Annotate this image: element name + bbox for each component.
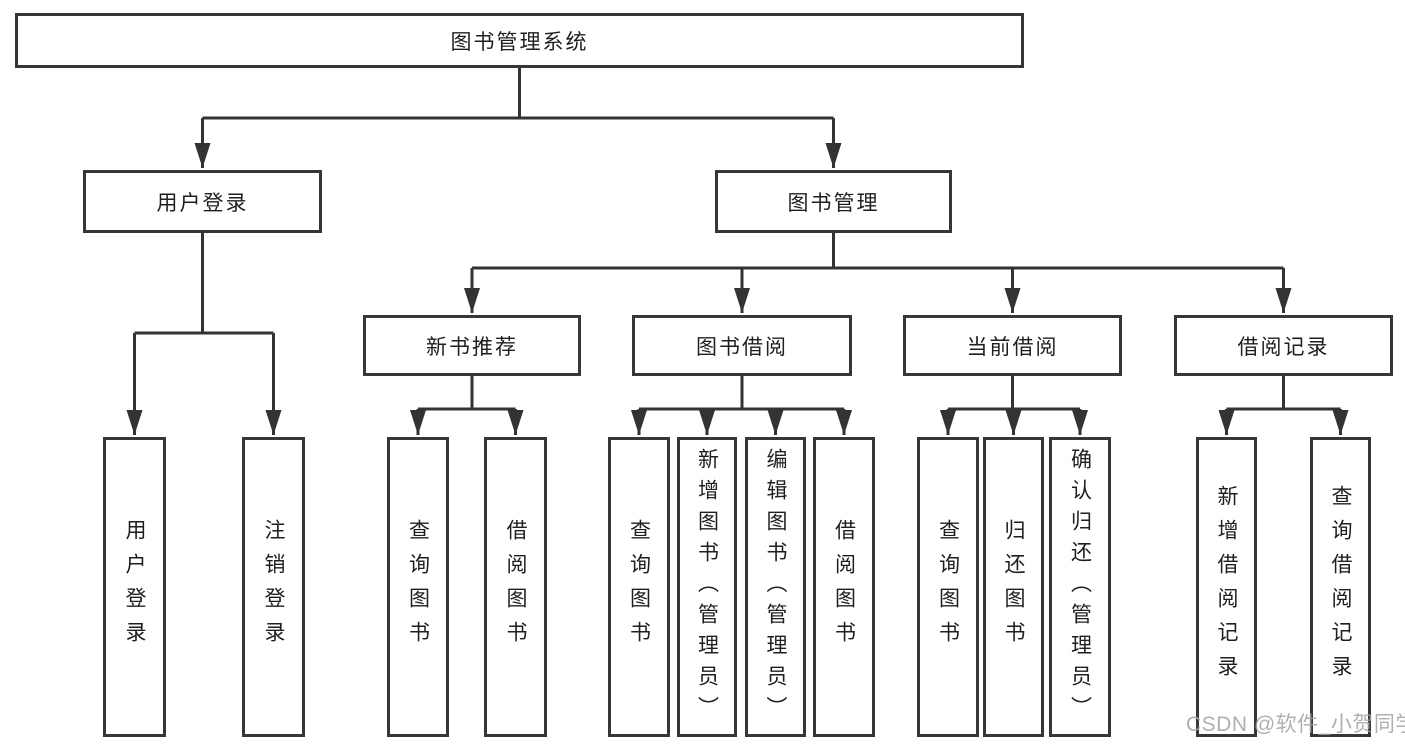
node-root: 图书管理系统	[15, 13, 1024, 68]
node-leaf-add-borrow-record: 新增借阅记录	[1196, 437, 1257, 737]
node-leaf-add-borrow-record-label: 新增借阅记录	[1215, 485, 1238, 689]
node-book-management-label: 图书管理	[787, 191, 880, 215]
node-leaf-query-books-borrowing: 查询图书	[608, 437, 670, 737]
node-leaf-user-login-label: 用户登录	[123, 519, 146, 655]
node-user-login-label: 用户登录	[156, 191, 249, 215]
node-leaf-borrow-books-borrowing-label: 借阅图书	[832, 519, 856, 655]
node-leaf-query-books-borrowing-label: 查询图书	[627, 519, 651, 655]
node-leaf-user-login: 用户登录	[103, 437, 166, 737]
node-leaf-edit-books-admin-label: 编辑图书（管理员）	[764, 447, 787, 727]
node-leaf-return-books-label: 归还图书	[1002, 519, 1025, 655]
node-leaf-borrow-books-borrowing: 借阅图书	[813, 437, 875, 737]
node-borrowing-records: 借阅记录	[1174, 315, 1393, 376]
node-new-book-recommend: 新书推荐	[363, 315, 581, 376]
node-leaf-borrow-books-recommend: 借阅图书	[484, 437, 547, 737]
node-user-login: 用户登录	[83, 170, 322, 233]
csdn-watermark: CSDN @软件_小贺同学	[1186, 713, 1405, 736]
node-leaf-add-books-admin-label: 新增图书（管理员）	[695, 447, 719, 727]
node-leaf-query-books-current-label: 查询图书	[936, 519, 960, 655]
node-leaf-borrow-books-recommend-label: 借阅图书	[504, 519, 527, 655]
node-leaf-query-books-recommend-label: 查询图书	[406, 519, 430, 655]
node-borrowing-records-label: 借阅记录	[1237, 335, 1330, 359]
node-leaf-confirm-return-admin: 确认归还（管理员）	[1049, 437, 1111, 737]
node-book-borrowing-label: 图书借阅	[696, 335, 788, 359]
node-leaf-return-books: 归还图书	[983, 437, 1044, 737]
node-leaf-query-books-recommend: 查询图书	[387, 437, 449, 737]
node-leaf-confirm-return-admin-label: 确认归还（管理员）	[1068, 447, 1092, 727]
node-leaf-logout-label: 注销登录	[262, 519, 285, 655]
node-root-label: 图书管理系统	[450, 30, 589, 54]
node-leaf-edit-books-admin: 编辑图书（管理员）	[745, 437, 806, 737]
node-book-management: 图书管理	[715, 170, 952, 233]
node-current-borrowing: 当前借阅	[903, 315, 1122, 376]
node-book-borrowing: 图书借阅	[632, 315, 852, 376]
node-leaf-query-borrow-record: 查询借阅记录	[1310, 437, 1371, 737]
node-leaf-query-books-current: 查询图书	[917, 437, 979, 737]
node-leaf-logout: 注销登录	[242, 437, 305, 737]
node-current-borrowing-label: 当前借阅	[966, 335, 1059, 359]
node-leaf-query-borrow-record-label: 查询借阅记录	[1329, 485, 1352, 689]
node-leaf-add-books-admin: 新增图书（管理员）	[677, 437, 737, 737]
node-new-book-recommend-label: 新书推荐	[426, 335, 518, 359]
